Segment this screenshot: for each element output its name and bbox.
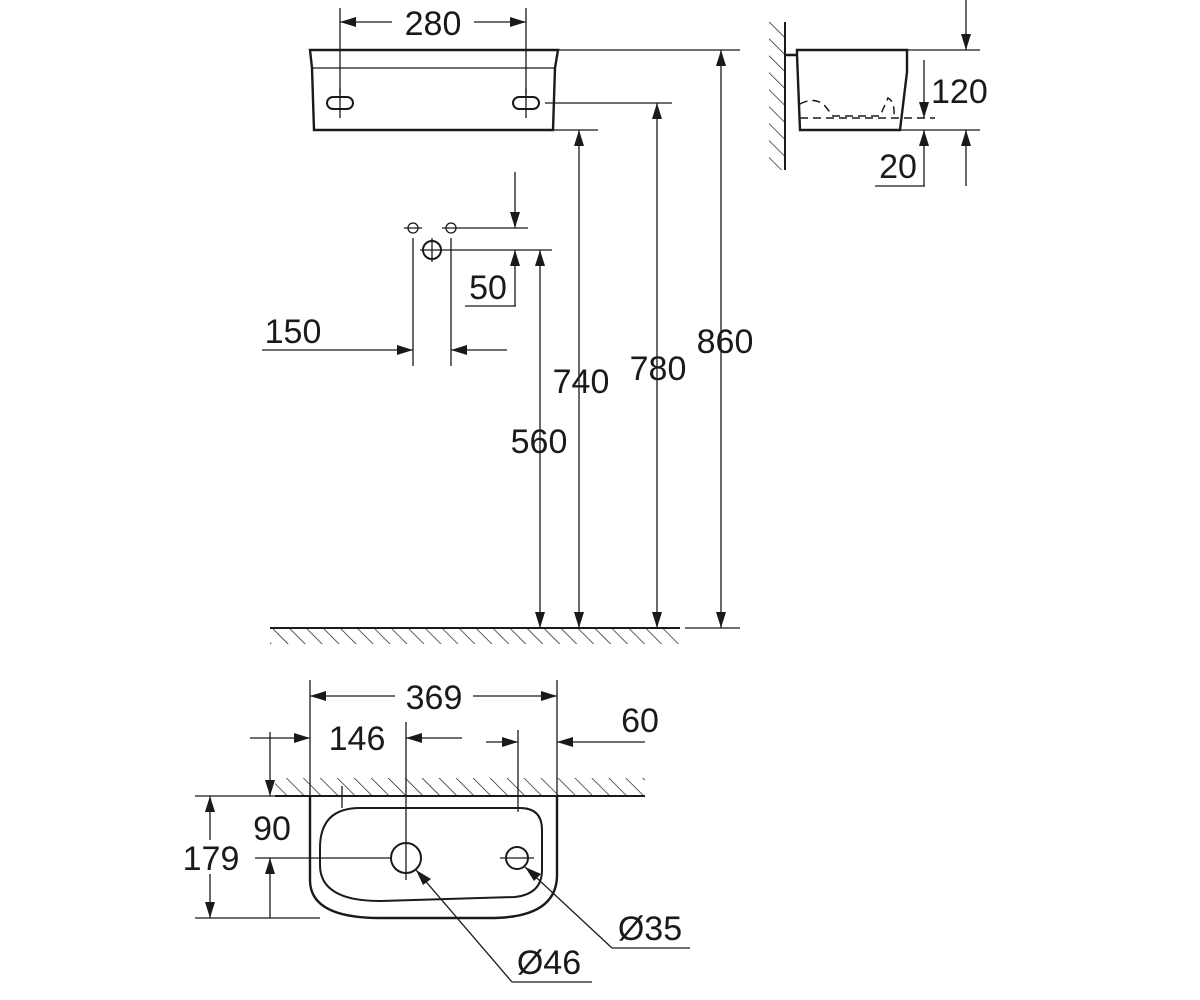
supply-connection-left: [404, 222, 422, 234]
dim-supply-spacing: 150: [265, 313, 322, 351]
dim-plan-width: 369: [406, 679, 463, 717]
drain-connection: [420, 238, 552, 262]
dim-side-bottom: 20: [879, 148, 917, 186]
dim-supply-offset: 50: [469, 269, 507, 307]
basin-side-outline: [785, 48, 909, 132]
plan-view: 369 146 60 179 90: [183, 678, 690, 983]
basin-bowl-profile: [799, 96, 895, 117]
side-view: 120 20: [769, 0, 988, 187]
dim-tap-offset: 146: [329, 720, 386, 758]
dim-tap-depth: 90: [253, 810, 291, 848]
dim-side-depth: 120: [931, 73, 988, 111]
basin-front-outline: [308, 48, 560, 132]
dim-top-width: 280: [405, 5, 462, 43]
bowl-plan-outline: [319, 807, 543, 903]
floor-hatch: [270, 628, 680, 644]
dim-plan-depth: 179: [183, 840, 240, 878]
wall-hatch: [769, 22, 785, 170]
tap-hole: [390, 842, 422, 874]
dim-overflow-diameter: Ø35: [618, 910, 682, 948]
plan-wall-hatch: [275, 778, 645, 796]
dim-tap-diameter: Ø46: [517, 944, 581, 982]
dim-height-total: 860: [697, 323, 754, 361]
dim-height-bottom: 740: [553, 363, 610, 401]
dim-height-drain: 560: [511, 423, 568, 461]
front-elevation: 280 860 780 740 560: [262, 4, 753, 644]
basin-plan-outline: [308, 796, 559, 920]
dim-overflow-offset: 60: [621, 702, 659, 740]
dim-height-holes: 780: [630, 350, 687, 388]
supply-connection-right: [442, 222, 528, 234]
overflow-hole: [500, 846, 534, 870]
